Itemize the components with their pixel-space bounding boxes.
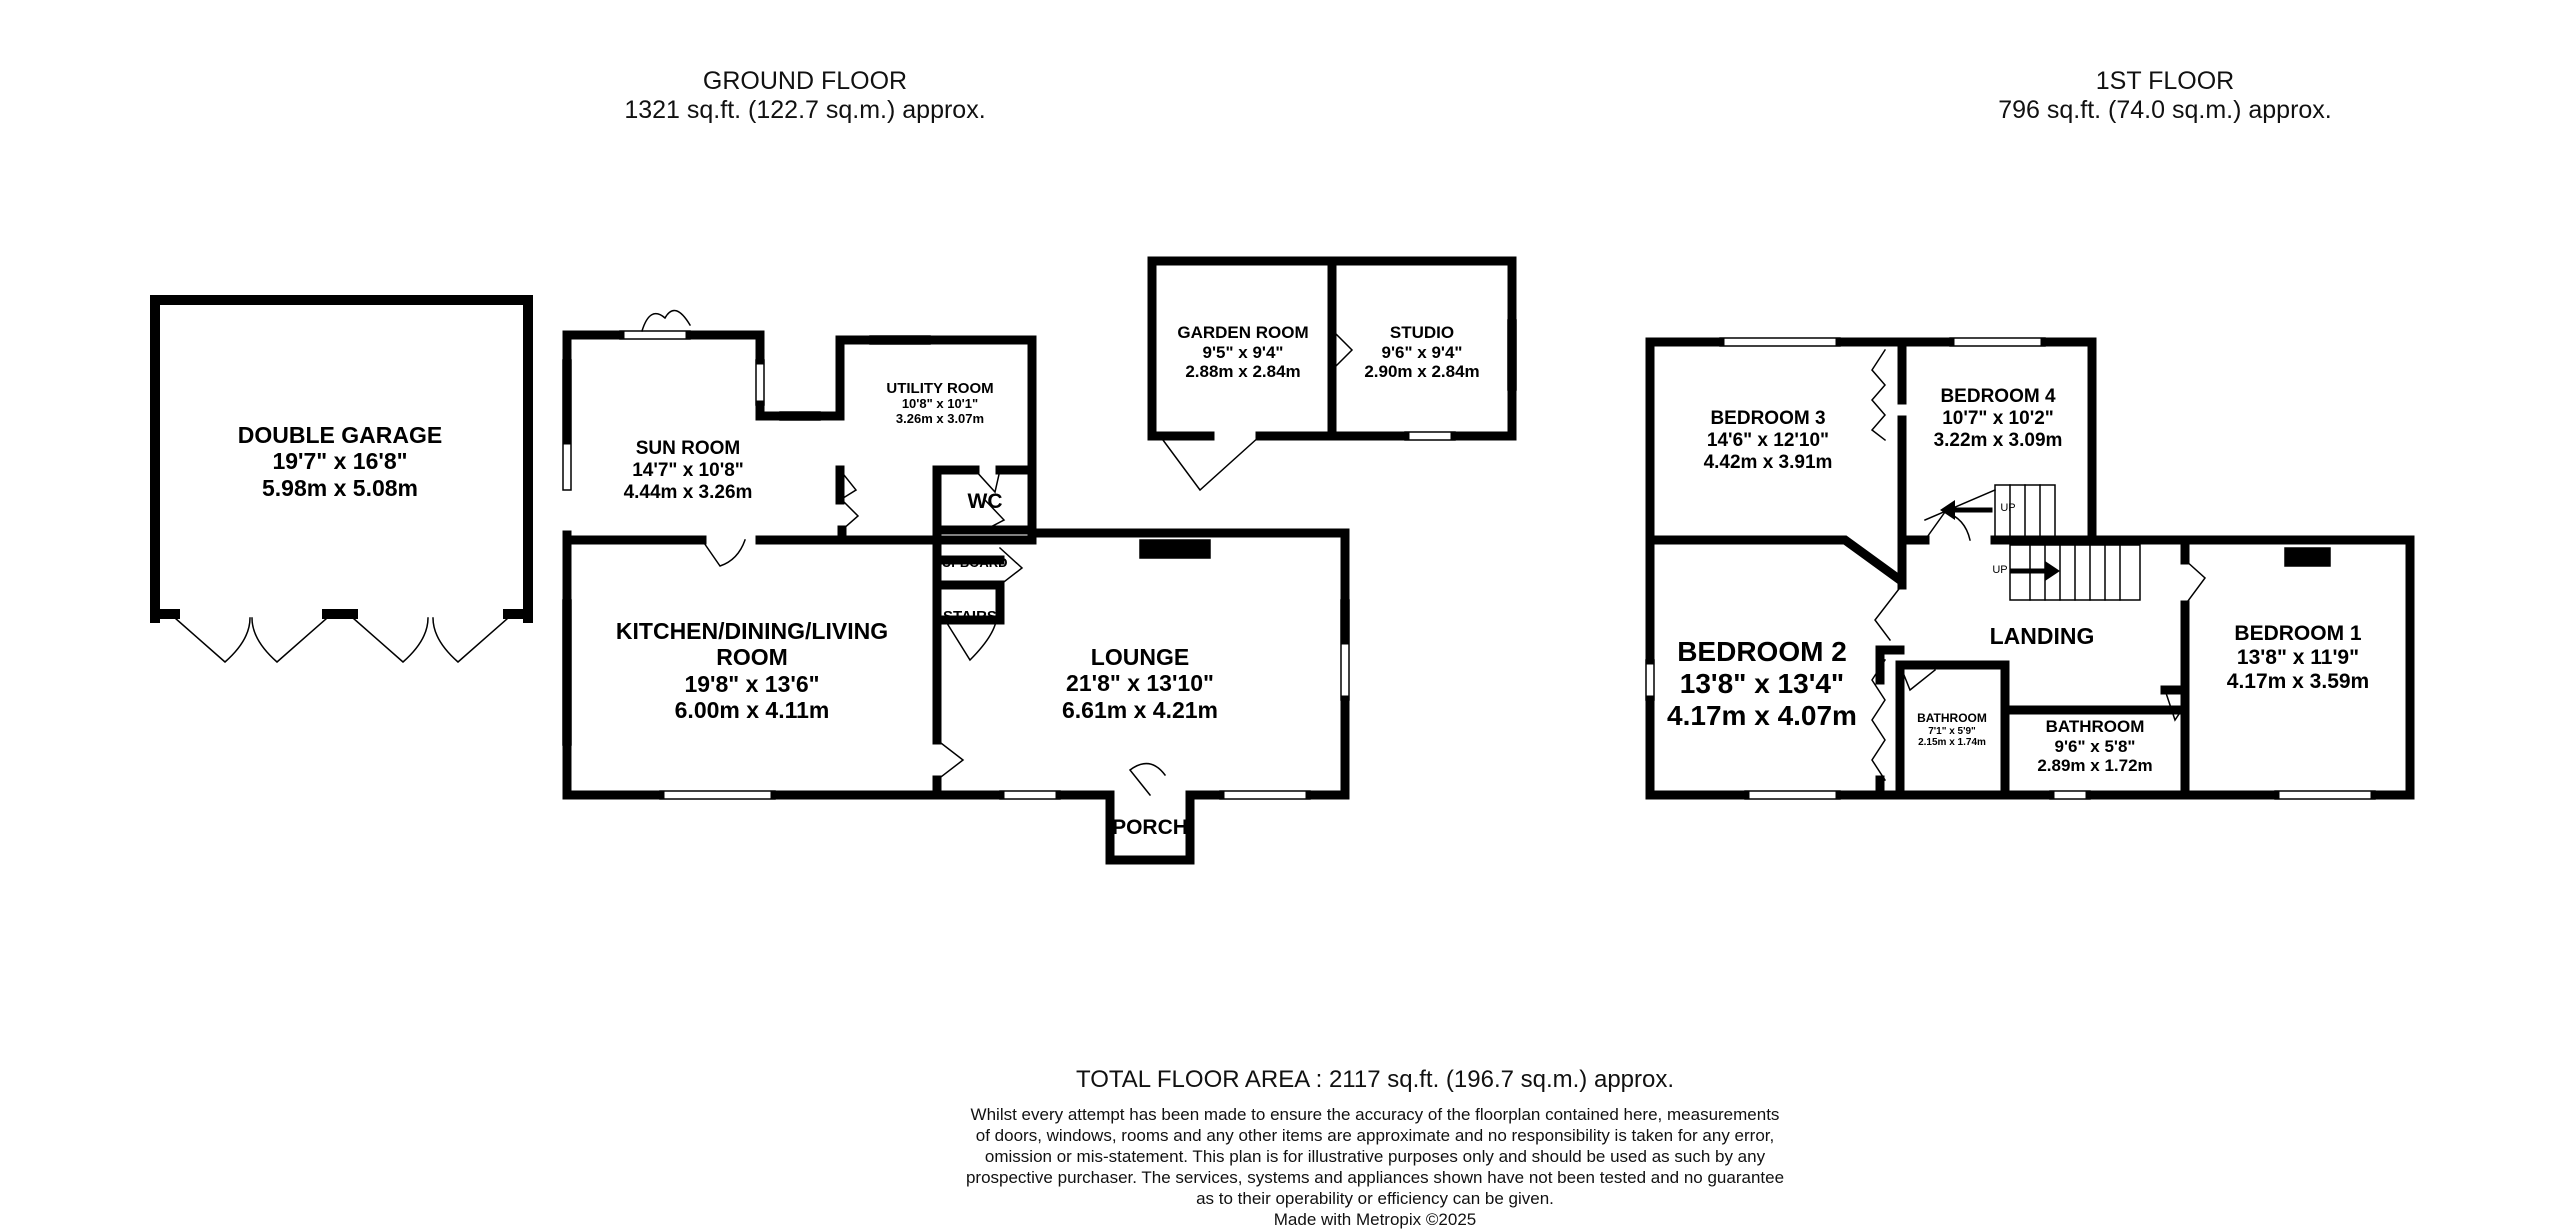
room-name: SUN ROOM bbox=[635, 438, 741, 459]
first-floor-area: 796 sq.ft. (74.0 sq.m.) approx. bbox=[1998, 96, 2332, 124]
room-name: DOUBLE GARAGE bbox=[237, 422, 443, 448]
stair-arrowheads bbox=[1940, 500, 2060, 581]
room-imperial: 13'8" x 13'4" bbox=[1679, 668, 1845, 700]
room-name-line1: KITCHEN/DINING/LIVING bbox=[615, 618, 889, 644]
up-label: UP bbox=[1992, 564, 2008, 576]
room-name: GARDEN ROOM bbox=[1177, 323, 1309, 342]
room-label-wc: WC bbox=[968, 490, 1003, 514]
stair-up-label-side: UP bbox=[1992, 564, 2007, 577]
room-metric: 4.17m x 4.07m bbox=[1667, 700, 1857, 732]
room-imperial: 7'1" x 5'9" bbox=[1928, 725, 1976, 737]
stair-up-label-top: UP bbox=[2000, 502, 2015, 515]
room-imperial: 9'5" x 9'4" bbox=[1202, 342, 1284, 362]
room-metric: 2.88m x 2.84m bbox=[1185, 362, 1301, 382]
room-label-stairs: STAIRS bbox=[943, 608, 997, 625]
room-name: LOUNGE bbox=[1090, 644, 1190, 670]
room-imperial: 14'7" x 10'8" bbox=[632, 459, 744, 481]
room-name: PORCH bbox=[1112, 816, 1188, 839]
room-label-garden-room: GARDEN ROOM 9'5" x 9'4" 2.88m x 2.84m bbox=[1177, 323, 1308, 382]
first-floor-title: 1ST FLOOR bbox=[2095, 67, 2235, 95]
room-label-bedroom-2: BEDROOM 2 13'8" x 13'4" 4.17m x 4.07m bbox=[1667, 636, 1857, 733]
garage-door-swings bbox=[173, 616, 510, 664]
ground-floor-header: GROUND FLOOR 1321 sq.ft. (122.7 sq.m.) a… bbox=[600, 67, 1010, 125]
room-label-bathroom-small: BATHROOM 7'1" x 5'9" 2.15m x 1.74m bbox=[1917, 711, 1987, 749]
room-metric: 2.90m x 2.84m bbox=[1364, 362, 1480, 382]
room-label-studio: STUDIO 9'6" x 9'4" 2.90m x 2.84m bbox=[1364, 323, 1479, 382]
stair-arrows bbox=[1947, 507, 2053, 574]
room-metric: 6.61m x 4.21m bbox=[1061, 696, 1219, 723]
room-name: CUPBOARD bbox=[932, 555, 1008, 570]
room-label-bathroom: BATHROOM 9'6" x 5'8" 2.89m x 1.72m bbox=[2037, 717, 2152, 776]
room-metric: 4.42m x 3.91m bbox=[1703, 451, 1833, 473]
room-name: BEDROOM 4 bbox=[1940, 386, 2056, 407]
room-metric: 2.15m x 1.74m bbox=[1918, 737, 1986, 749]
room-imperial: 10'8" x 10'1" bbox=[901, 396, 979, 412]
room-name: BEDROOM 2 bbox=[1677, 636, 1847, 667]
porch-walls bbox=[1105, 790, 1195, 865]
up-label: UP bbox=[2000, 502, 2016, 514]
sun-room-windows bbox=[562, 309, 1006, 567]
wc-door bbox=[973, 468, 1001, 494]
room-imperial: 19'8" x 13'6" bbox=[684, 670, 820, 697]
room-metric: 4.17m x 3.59m bbox=[2226, 670, 2370, 694]
first-floor-walls bbox=[1645, 337, 2415, 800]
garden-room-walls bbox=[1147, 256, 1517, 441]
room-imperial: 13'8" x 11'9" bbox=[2236, 646, 2360, 670]
double-garage-walls bbox=[150, 295, 533, 623]
first-floor-header: 1ST FLOOR 796 sq.ft. (74.0 sq.m.) approx… bbox=[1975, 67, 2355, 125]
room-name: BATHROOM bbox=[2045, 717, 2145, 736]
disclaimer-line: Whilst every attempt has been made to en… bbox=[970, 1105, 1780, 1124]
first-floor-windows bbox=[1645, 337, 2376, 800]
ground-floor-title: GROUND FLOOR bbox=[702, 67, 908, 95]
room-name: STUDIO bbox=[1389, 323, 1455, 342]
room-label-bedroom-3: BEDROOM 3 14'6" x 12'10" 4.42m x 3.91m bbox=[1704, 408, 1833, 474]
disclaimer-line: omission or mis-statement. This plan is … bbox=[984, 1147, 1766, 1166]
room-imperial: 9'6" x 9'4" bbox=[1381, 342, 1463, 362]
room-name: WC bbox=[967, 490, 1003, 513]
room-label-cupboard: CUPBOARD bbox=[932, 555, 1008, 571]
room-metric: 5.98m x 5.08m bbox=[261, 474, 419, 501]
room-metric: 4.44m x 3.26m bbox=[623, 481, 753, 503]
room-name-line2: ROOM bbox=[716, 644, 788, 671]
room-imperial: 14'6" x 12'10" bbox=[1706, 429, 1830, 451]
room-name: LANDING bbox=[1989, 623, 2095, 649]
disclaimer-line: prospective purchaser. The services, sys… bbox=[965, 1168, 1785, 1187]
room-imperial: 9'6" x 5'8" bbox=[2054, 736, 2136, 756]
room-name: BEDROOM 3 bbox=[1710, 408, 1826, 429]
room-label-bedroom-4: BEDROOM 4 10'7" x 10'2" 3.22m x 3.09m bbox=[1934, 386, 2063, 452]
room-label-kitchen-dining-living: KITCHEN/DINING/LIVING ROOM 19'8" x 13'6"… bbox=[616, 618, 888, 724]
ground-floor-area: 1321 sq.ft. (122.7 sq.m.) approx. bbox=[624, 96, 986, 124]
room-label-porch: PORCH bbox=[1112, 816, 1188, 840]
room-imperial: 21'8" x 13'10" bbox=[1066, 670, 1214, 697]
room-label-sun-room: SUN ROOM 14'7" x 10'8" 4.44m x 3.26m bbox=[624, 438, 753, 504]
disclaimer-line: as to their operability or efficiency ca… bbox=[1196, 1189, 1554, 1208]
garden-room-windows bbox=[1158, 319, 1517, 492]
disclaimer: Whilst every attempt has been made to en… bbox=[900, 1104, 1850, 1209]
room-name: BEDROOM 1 bbox=[2234, 622, 2362, 645]
room-label-landing: LANDING bbox=[1990, 623, 2095, 649]
room-name: UTILITY ROOM bbox=[886, 380, 994, 397]
ground-main-windows bbox=[562, 539, 1350, 800]
room-imperial: 10'7" x 10'2" bbox=[1942, 407, 2054, 429]
room-name: BATHROOM bbox=[1917, 711, 1987, 725]
disclaimer-line: of doors, windows, rooms and any other i… bbox=[975, 1126, 1775, 1145]
room-name: STAIRS bbox=[943, 608, 997, 625]
metropix-credit: Made with Metropix ©2025 bbox=[1273, 1210, 1477, 1229]
room-metric: 3.26m x 3.07m bbox=[895, 411, 985, 427]
room-label-lounge: LOUNGE 21'8" x 13'10" 6.61m x 4.21m bbox=[1062, 644, 1218, 723]
room-label-bedroom-1: BEDROOM 1 13'8" x 11'9" 4.17m x 3.59m bbox=[2227, 622, 2369, 694]
room-label-double-garage: DOUBLE GARAGE 19'7" x 16'8" 5.98m x 5.08… bbox=[238, 422, 442, 501]
room-metric: 2.89m x 1.72m bbox=[2037, 756, 2153, 776]
ground-main-walls bbox=[562, 525, 1350, 800]
room-metric: 6.00m x 4.11m bbox=[674, 697, 830, 724]
room-label-utility-room: UTILITY ROOM 10'8" x 10'1" 3.26m x 3.07m bbox=[886, 380, 993, 427]
total-floor-area: TOTAL FLOOR AREA : 2117 sq.ft. (196.7 sq… bbox=[1075, 1066, 1675, 1093]
room-metric: 3.22m x 3.09m bbox=[1933, 429, 2063, 451]
room-imperial: 19'7" x 16'8" bbox=[272, 448, 408, 475]
